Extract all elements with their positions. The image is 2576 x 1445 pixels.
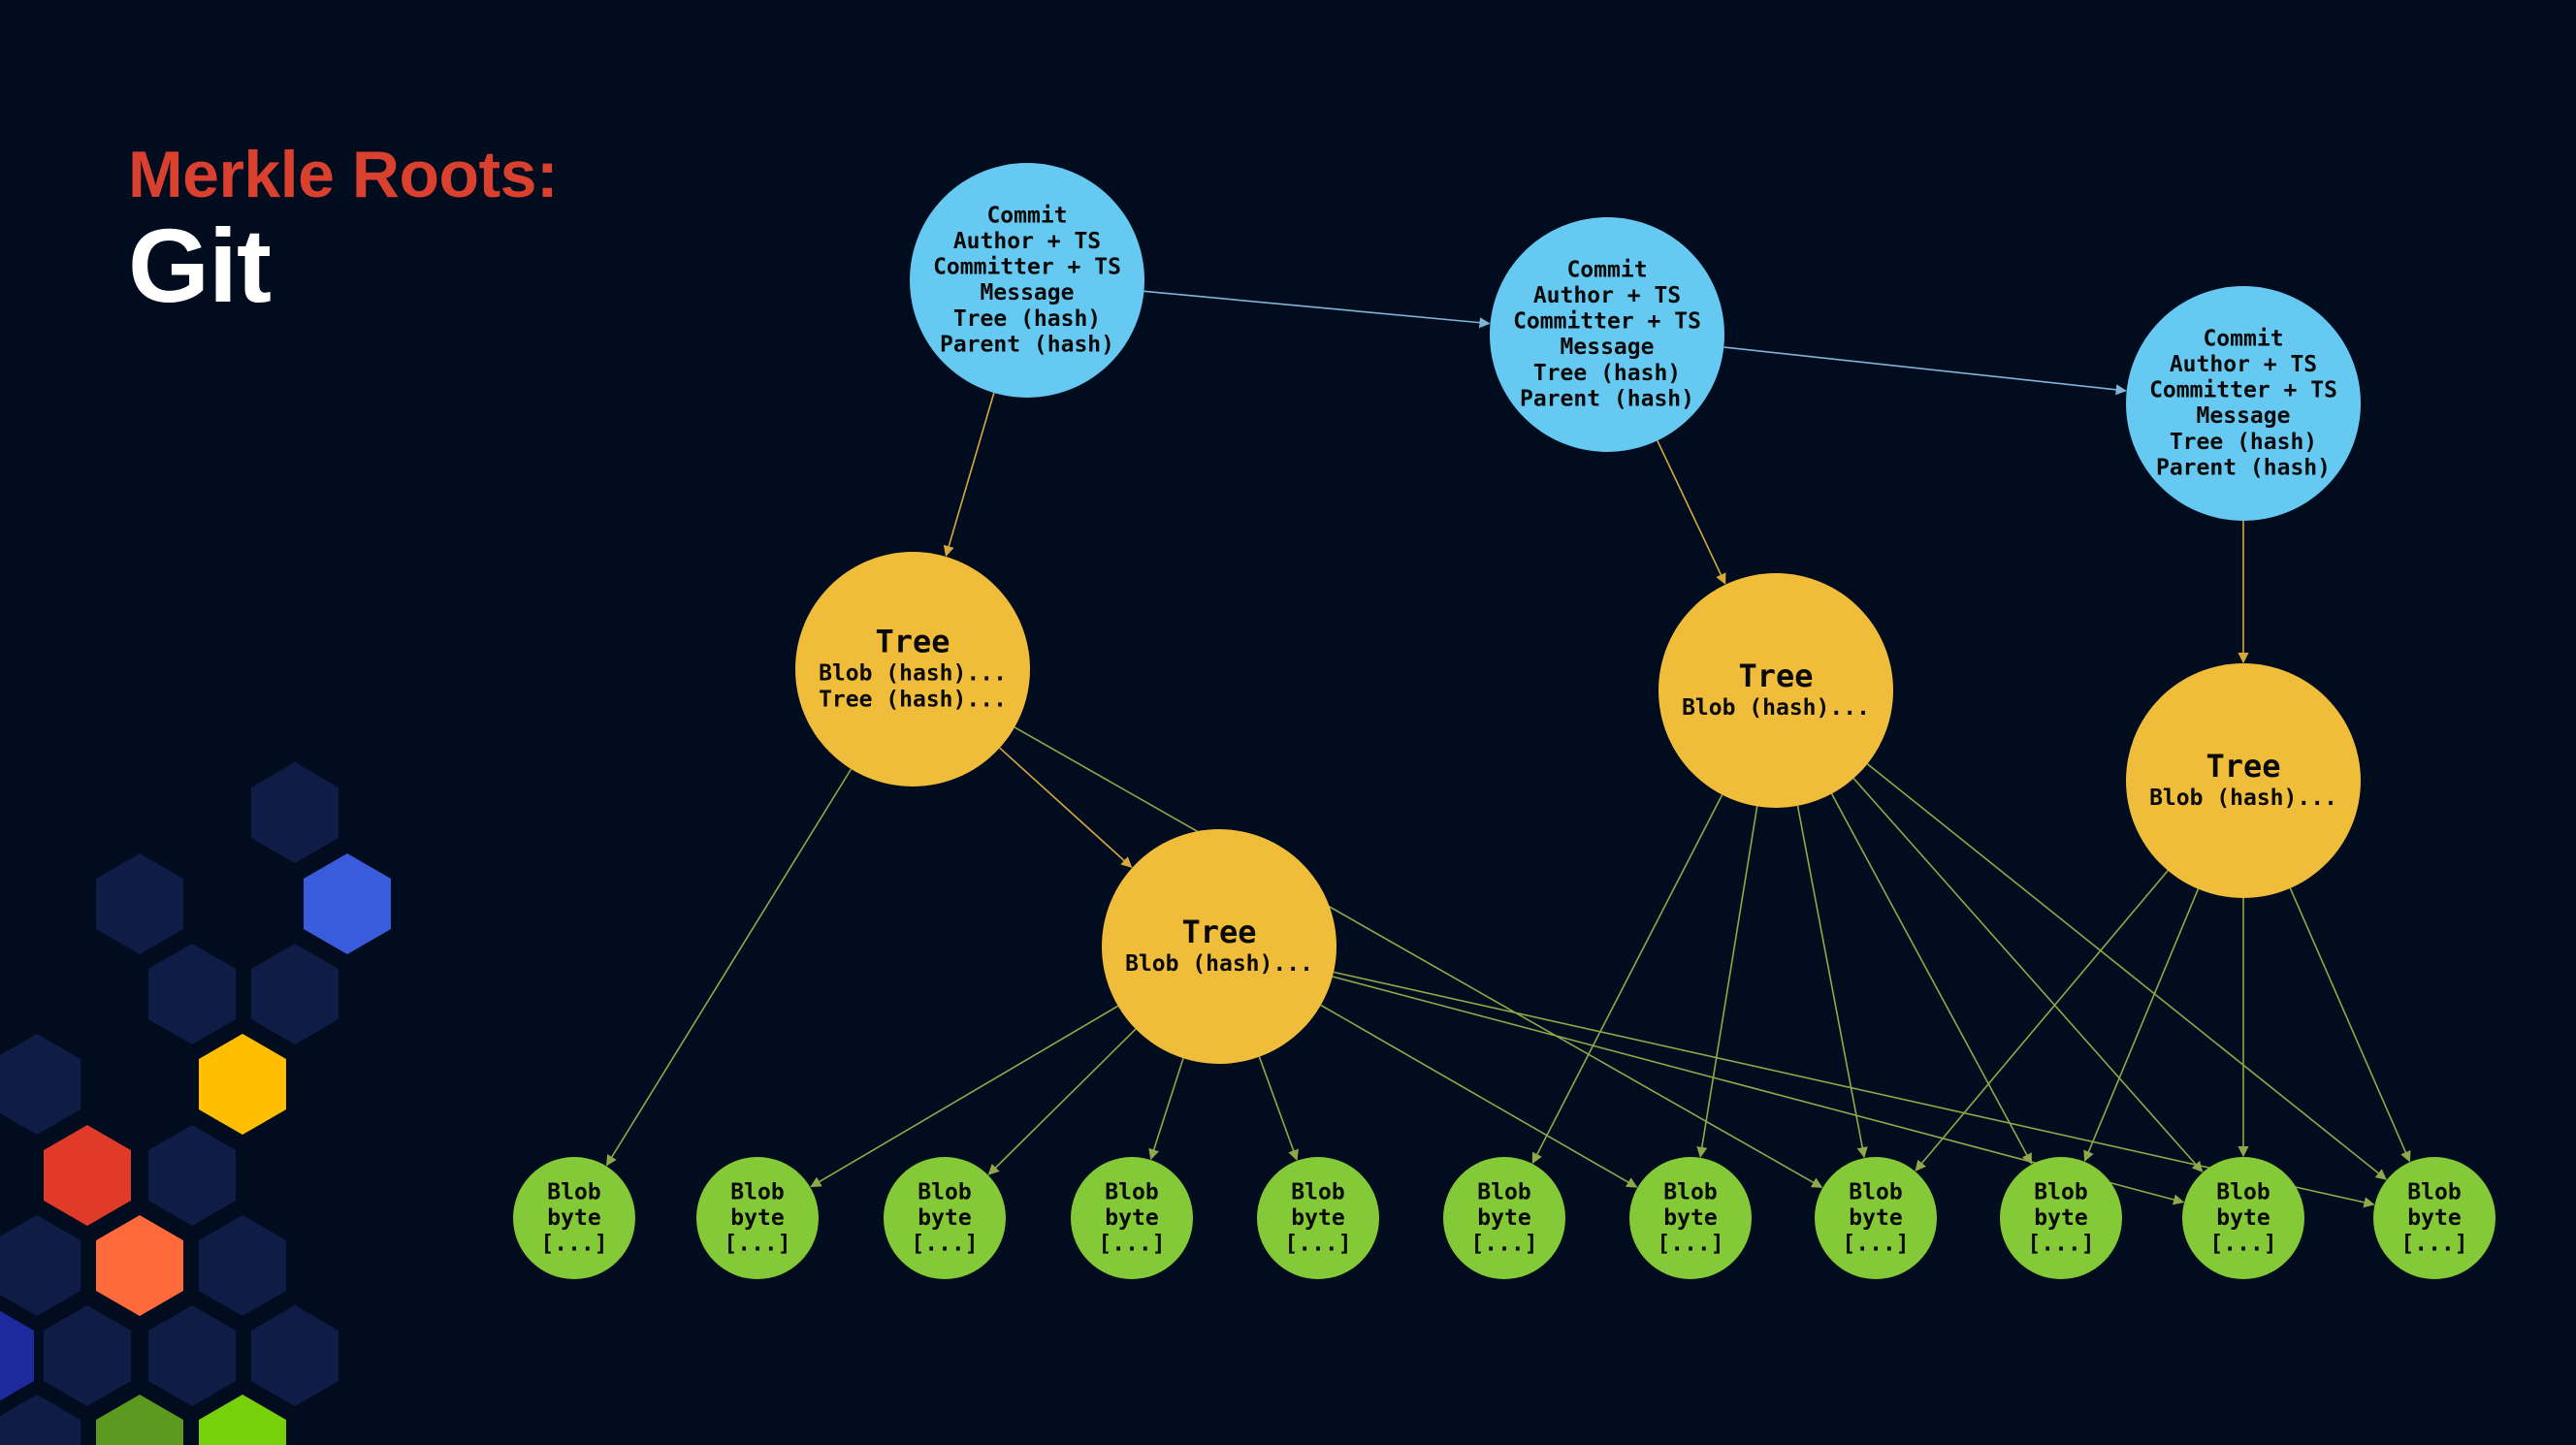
edge-c2-to-c3 [1723, 347, 2125, 391]
blob-label-line: byte [2216, 1205, 2270, 1231]
blob-label-line: [...] [2209, 1231, 2276, 1256]
edge-c1-to-c2 [1144, 291, 1490, 323]
edge-t3-to-b9 [1832, 793, 2032, 1163]
commit-label-line: Committer + TS [933, 255, 1121, 280]
edge-t2-to-b2 [811, 1006, 1117, 1186]
blob-label-line: Blob [1663, 1179, 1717, 1204]
blob-label-line: Blob [1105, 1179, 1158, 1204]
edge-t4-to-b11 [2290, 888, 2409, 1162]
commit-label-line: Commit [986, 203, 1067, 228]
commit-label-line: Author + TS [2170, 352, 2317, 377]
blob-label-line: [...] [1470, 1231, 1537, 1256]
blob-label-line: Blob [918, 1179, 971, 1204]
commit-label-line: Tree (hash) [953, 306, 1101, 332]
blob-label-line: byte [1849, 1205, 1902, 1231]
blob-label-line: Blob [1849, 1179, 1902, 1204]
tree-label-line: Blob (hash)... [2149, 786, 2337, 811]
blob-label-line: [...] [1842, 1231, 1909, 1256]
edge-t3-to-b6 [1532, 795, 1722, 1164]
blob-node: Blobbyte[...] [1629, 1157, 1752, 1279]
tree-label-line: Tree (hash)... [819, 688, 1007, 713]
edge-t4-to-b9 [2085, 889, 2199, 1161]
blob-label-line: byte [730, 1205, 784, 1231]
commit-label-line: Author + TS [1533, 283, 1681, 308]
tree-label-line: Blob (hash)... [819, 661, 1007, 687]
edge-t2-to-b4 [1151, 1058, 1183, 1159]
tree-title: Tree [875, 623, 950, 659]
tree-title: Tree [2206, 748, 2280, 785]
edge-t2-to-b5 [1259, 1057, 1297, 1160]
blob-label-line: [...] [2400, 1231, 2467, 1256]
blob-node: Blobbyte[...] [2373, 1157, 2496, 1279]
blob-label-line: byte [2034, 1205, 2087, 1231]
commit-label-line: Message [2197, 403, 2291, 429]
edge-t3-to-b8 [1798, 806, 1865, 1157]
tree-title: Tree [1181, 914, 1256, 950]
blob-label-line: [...] [1098, 1231, 1165, 1256]
tree-title: Tree [1738, 658, 1813, 694]
blob-label-line: [...] [911, 1231, 978, 1256]
commit-label-line: Parent (hash) [2156, 455, 2331, 480]
blob-label-line: Blob [547, 1179, 600, 1204]
tree-label-line: Blob (hash)... [1682, 695, 1870, 721]
blob-label-line: byte [1291, 1205, 1344, 1231]
commit-label-line: Committer + TS [1513, 309, 1701, 335]
blob-label-line: Blob [1291, 1179, 1344, 1204]
blob-label-line: [...] [540, 1231, 607, 1256]
blob-label-line: byte [1477, 1205, 1530, 1231]
blob-label-line: Blob [2034, 1179, 2087, 1204]
commit-label-line: Parent (hash) [940, 332, 1114, 357]
edge-t1-to-b1 [607, 769, 852, 1166]
blob-label-line: byte [1105, 1205, 1158, 1231]
commit-label-line: Tree (hash) [1533, 361, 1681, 386]
blob-label-line: Blob [2407, 1179, 2461, 1204]
commit-label-line: Message [1561, 335, 1655, 360]
blob-label-line: byte [918, 1205, 971, 1231]
blob-label-line: Blob [730, 1179, 784, 1204]
commit-label-line: Commit [2203, 326, 2283, 351]
tree-node: TreeBlob (hash)...Tree (hash)... [795, 552, 1030, 787]
blob-label-line: [...] [1284, 1231, 1351, 1256]
commit-label-line: Committer + TS [2149, 378, 2337, 403]
edge-c1-to-t1 [946, 393, 993, 556]
edge-t2-to-b3 [989, 1029, 1137, 1174]
blob-label-line: [...] [2027, 1231, 2094, 1256]
blob-node: Blobbyte[...] [1071, 1157, 1193, 1279]
commit-label-line: Commit [1566, 257, 1647, 282]
blob-label-line: byte [1663, 1205, 1717, 1231]
tree-node: TreeBlob (hash)... [1102, 829, 1336, 1064]
commit-label-line: Parent (hash) [1520, 386, 1694, 411]
blob-label-line: [...] [724, 1231, 790, 1256]
edge-t1-to-t2 [1000, 748, 1132, 867]
edge-c2-to-t3 [1658, 440, 1725, 584]
commit-label-line: Message [981, 280, 1075, 305]
blob-label-line: [...] [1657, 1231, 1723, 1256]
blob-label-line: Blob [2216, 1179, 2270, 1204]
edge-t2-to-b7 [1321, 1005, 1637, 1187]
blob-label-line: byte [2407, 1205, 2461, 1231]
commit-label-line: Author + TS [953, 229, 1101, 254]
blob-node: Blobbyte[...] [2000, 1157, 2122, 1279]
blob-label-line: byte [547, 1205, 600, 1231]
commit-label-line: Tree (hash) [2170, 430, 2317, 455]
tree-label-line: Blob (hash)... [1125, 951, 1313, 977]
edge-t3-to-b7 [1700, 806, 1757, 1156]
blob-label-line: Blob [1477, 1179, 1530, 1204]
